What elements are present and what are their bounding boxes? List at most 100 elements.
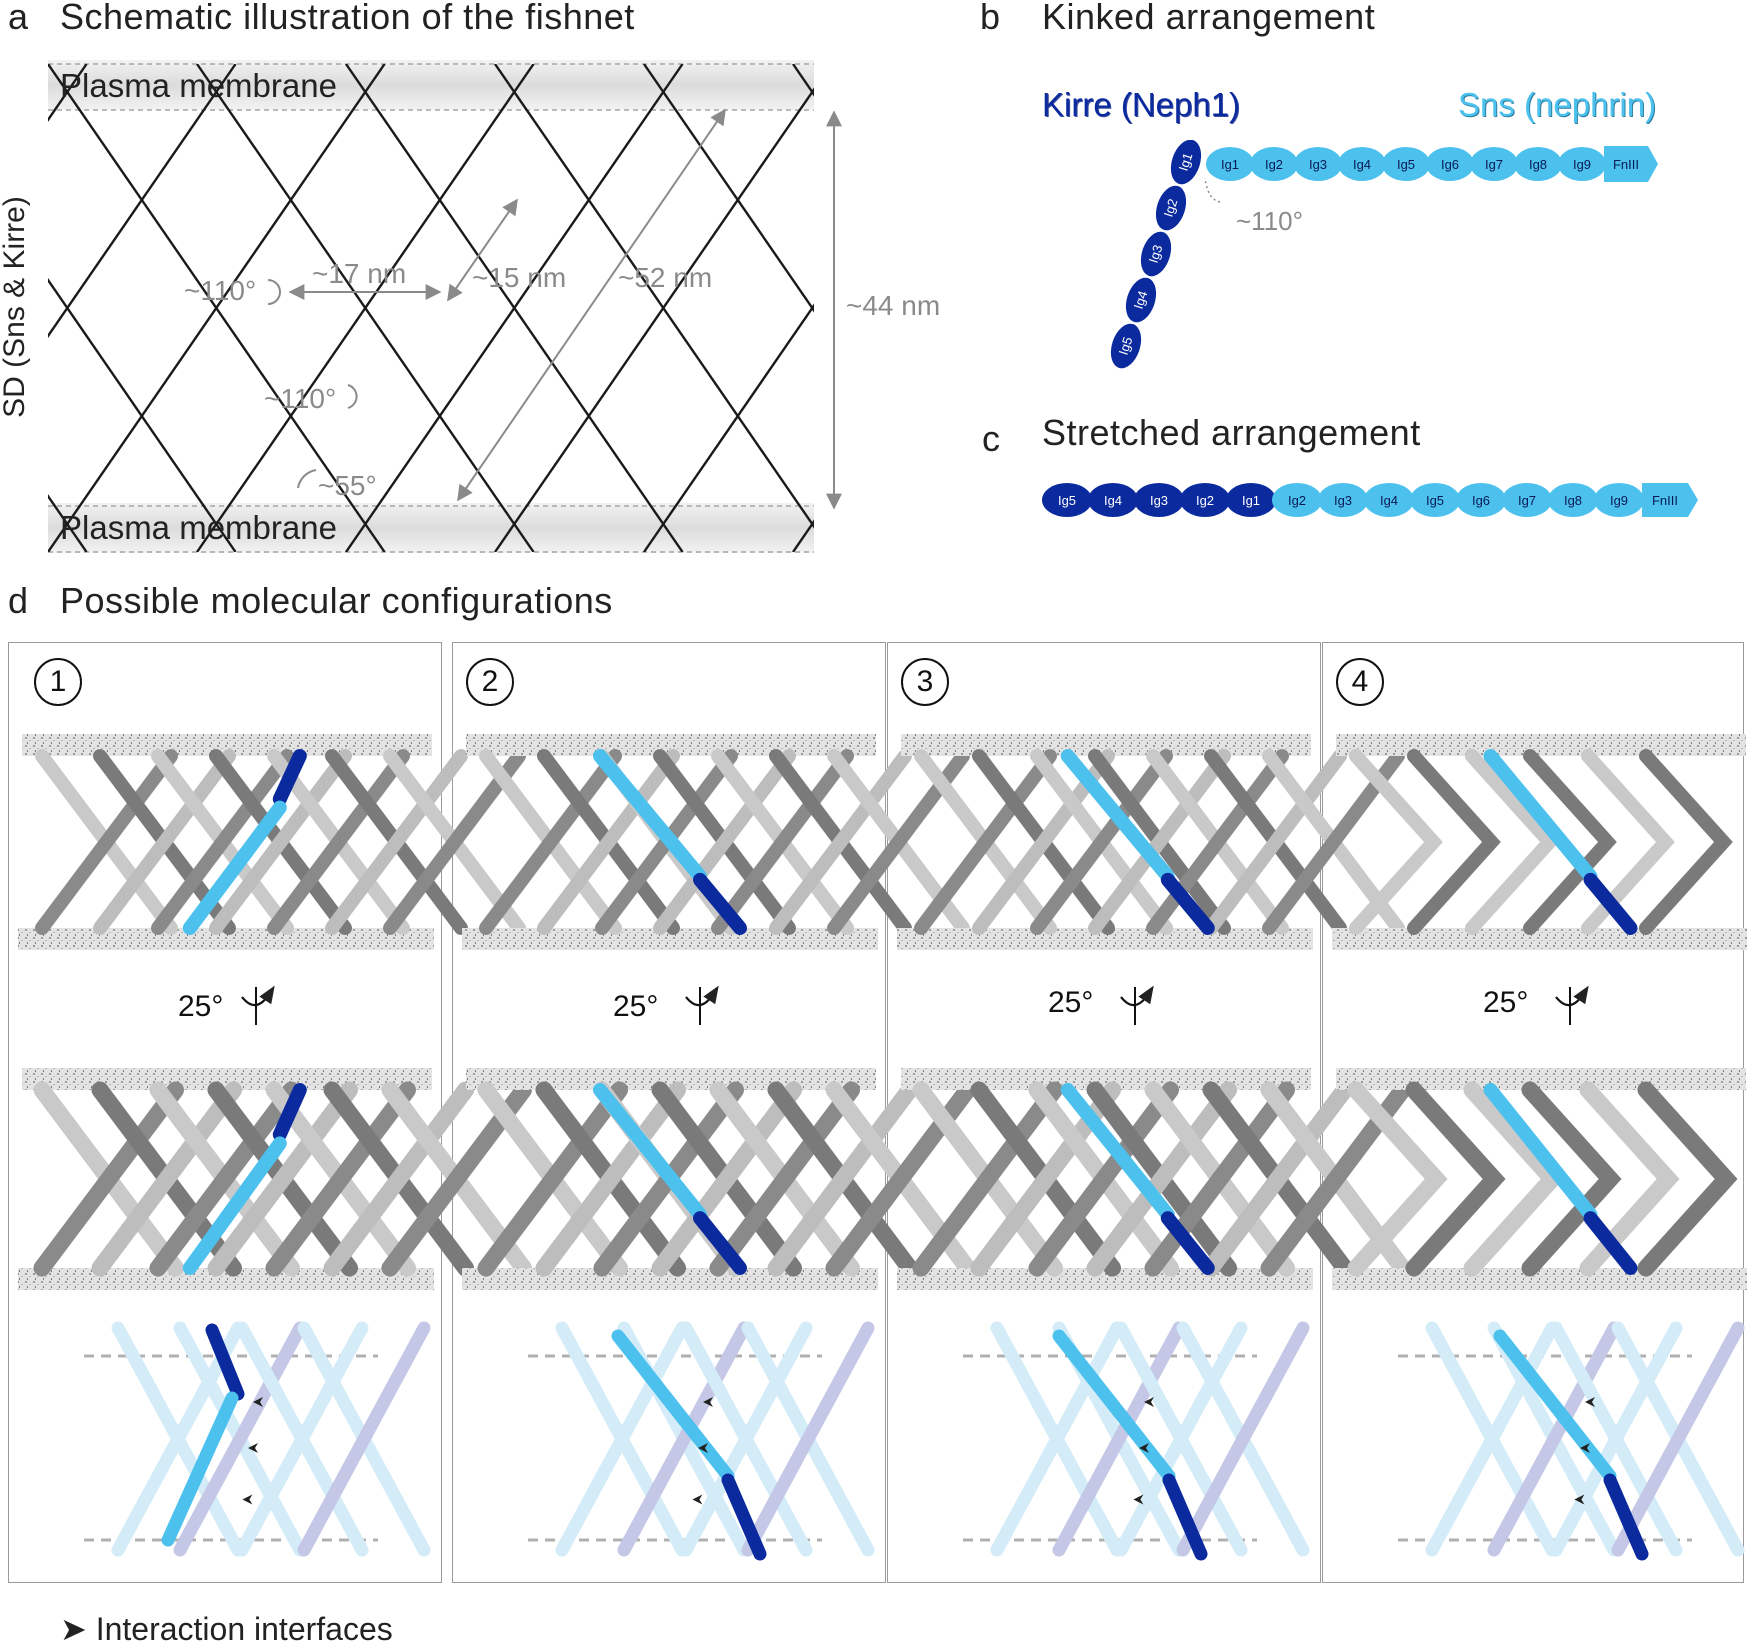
kirre-domain-Ig2: [1155, 185, 1187, 231]
kirre-ghost-strand: [235, 1321, 369, 1557]
fishnet-schematic: [48, 63, 842, 553]
sns-molecule: [1052, 1329, 1176, 1483]
interaction-arrowhead-icon: [242, 1494, 253, 1505]
interaction-arrowhead-icon: [1144, 1397, 1154, 1407]
kirre-molecule: [693, 872, 747, 935]
angle-bottom-label: ~55°: [318, 470, 377, 501]
protein-strand: [1465, 749, 1559, 935]
kirre-molecule: [1603, 1473, 1649, 1561]
sns-domain-Ig3: [1318, 483, 1368, 517]
kirre-molecule: [1583, 1211, 1638, 1275]
config-number-3: 3: [901, 658, 949, 706]
sns-domain-Ig4: [1364, 483, 1414, 517]
rotation-label-3: 25°: [1048, 986, 1094, 1019]
kirre-domain-Ig1: [1226, 483, 1276, 517]
sns-domain-label: Ig2: [1288, 493, 1306, 508]
kirre-domain-Ig3: [1140, 231, 1172, 277]
sns-molecule: [1060, 749, 1175, 884]
sns-domain-Ig8: [1548, 483, 1598, 517]
interaction-arrowhead-icon: [1585, 1397, 1595, 1407]
fishnet-strand: [48, 64, 237, 339]
protein-strand: [535, 1081, 686, 1277]
kirre-domain-label: Ig2: [1161, 197, 1181, 219]
sns-domain-Ig4: [1338, 147, 1386, 181]
sns-domain-FnIII: [1604, 146, 1658, 182]
sns-domain-label: Ig7: [1485, 157, 1503, 172]
kirre-domain-label: Ig3: [1146, 243, 1166, 265]
kirre-ghost-strand: [1549, 1321, 1683, 1557]
rotation-label-4: 25°: [1483, 986, 1529, 1019]
membrane-top-label: Plasma membrane: [60, 67, 337, 104]
protein-strand: [653, 749, 796, 935]
sns-molecule: [593, 749, 707, 884]
kirre-domain-label: Ig1: [1176, 151, 1196, 173]
sns-molecule: [1060, 1083, 1175, 1222]
kirre-domain-label: Ig5: [1116, 335, 1136, 357]
kirre-domain-label: Ig1: [1242, 493, 1260, 508]
interaction-arrowhead-icon: [698, 1443, 708, 1453]
protein-strand: [1146, 749, 1289, 935]
sns-molecule: [1483, 1083, 1598, 1222]
sns-label: Sns (nephrin): [1458, 86, 1657, 123]
protein-strand: [93, 749, 236, 935]
protein-strand: [207, 1081, 358, 1277]
panel-a-title: Schematic illustration of the fishnet: [60, 0, 635, 37]
sns-domain-Ig9: [1594, 483, 1644, 517]
kirre-ghost-strand: [741, 1321, 875, 1557]
kirre-molecule: [272, 1083, 307, 1142]
kirre-molecule: [272, 749, 307, 806]
protein-strand: [1347, 1081, 1448, 1277]
sns-domain-Ig8: [1514, 147, 1562, 181]
sns-domain-label: FnIII: [1652, 493, 1678, 508]
membrane-bottom-label: Plasma membrane: [60, 509, 337, 546]
sns-domain-Ig5: [1410, 483, 1460, 517]
membrane-layer: [1336, 734, 1746, 756]
protein-strand: [537, 749, 680, 935]
kirre-domain-label: Ig2: [1196, 493, 1214, 508]
protein-strand: [35, 749, 178, 935]
protein-strand: [1639, 749, 1733, 935]
membrane-top-band: [48, 60, 814, 110]
protein-strand: [1349, 749, 1443, 935]
panel-b-letter: b: [980, 0, 1001, 37]
sns-domain-Ig5: [1382, 147, 1430, 181]
kirre-molecule: [1162, 1473, 1208, 1561]
sns-domain-Ig1: [1206, 147, 1254, 181]
kirre-molecule: [693, 1211, 747, 1275]
interaction-arrowhead-icon: [248, 1443, 258, 1453]
protein-strand: [265, 1081, 416, 1277]
kirre-molecule: [1160, 872, 1215, 935]
interaction-arrowhead-icon: [703, 1397, 713, 1407]
interaction-arrowhead-icon: [1580, 1443, 1590, 1453]
protein-strand: [479, 749, 622, 935]
kirre-ghost-strand: [173, 1321, 307, 1557]
protein-strand: [1028, 1081, 1179, 1277]
interaction-arrowhead-icon: [1133, 1494, 1144, 1505]
sns-domain-label: Ig7: [1518, 493, 1536, 508]
rotation-label-2: 25°: [613, 990, 659, 1023]
kirre-domain-Ig5: [1042, 483, 1092, 517]
kirre-label: Kirre (Neph1): [1042, 86, 1241, 123]
sns-domain-label: Ig4: [1353, 157, 1371, 172]
protein-strand: [1463, 1081, 1564, 1277]
angle-top-label: ~110°: [184, 275, 257, 306]
protein-strand: [149, 1081, 300, 1277]
config-number-2: 2: [466, 658, 514, 706]
kirre-domain-label: Ig5: [1058, 493, 1076, 508]
kirre-molecule: [205, 1323, 245, 1401]
rotation-label-1: 25°: [178, 990, 224, 1023]
protein-strand: [767, 1081, 918, 1277]
sns-domain-label: FnIII: [1613, 157, 1639, 172]
sns-domain-FnIII: [1642, 483, 1698, 517]
sns-molecule: [611, 1329, 735, 1483]
kirre-domain-Ig4: [1088, 483, 1138, 517]
protein-strand: [209, 749, 352, 935]
kirre-ghost-strand: [555, 1321, 689, 1557]
protein-strand: [1407, 749, 1501, 935]
protein-strand: [383, 749, 526, 935]
sns-domain-label: Ig9: [1610, 493, 1628, 508]
sns-domain-label: Ig6: [1472, 493, 1490, 508]
sns-molecule: [161, 1391, 239, 1547]
sns-domain-Ig2: [1250, 147, 1298, 181]
